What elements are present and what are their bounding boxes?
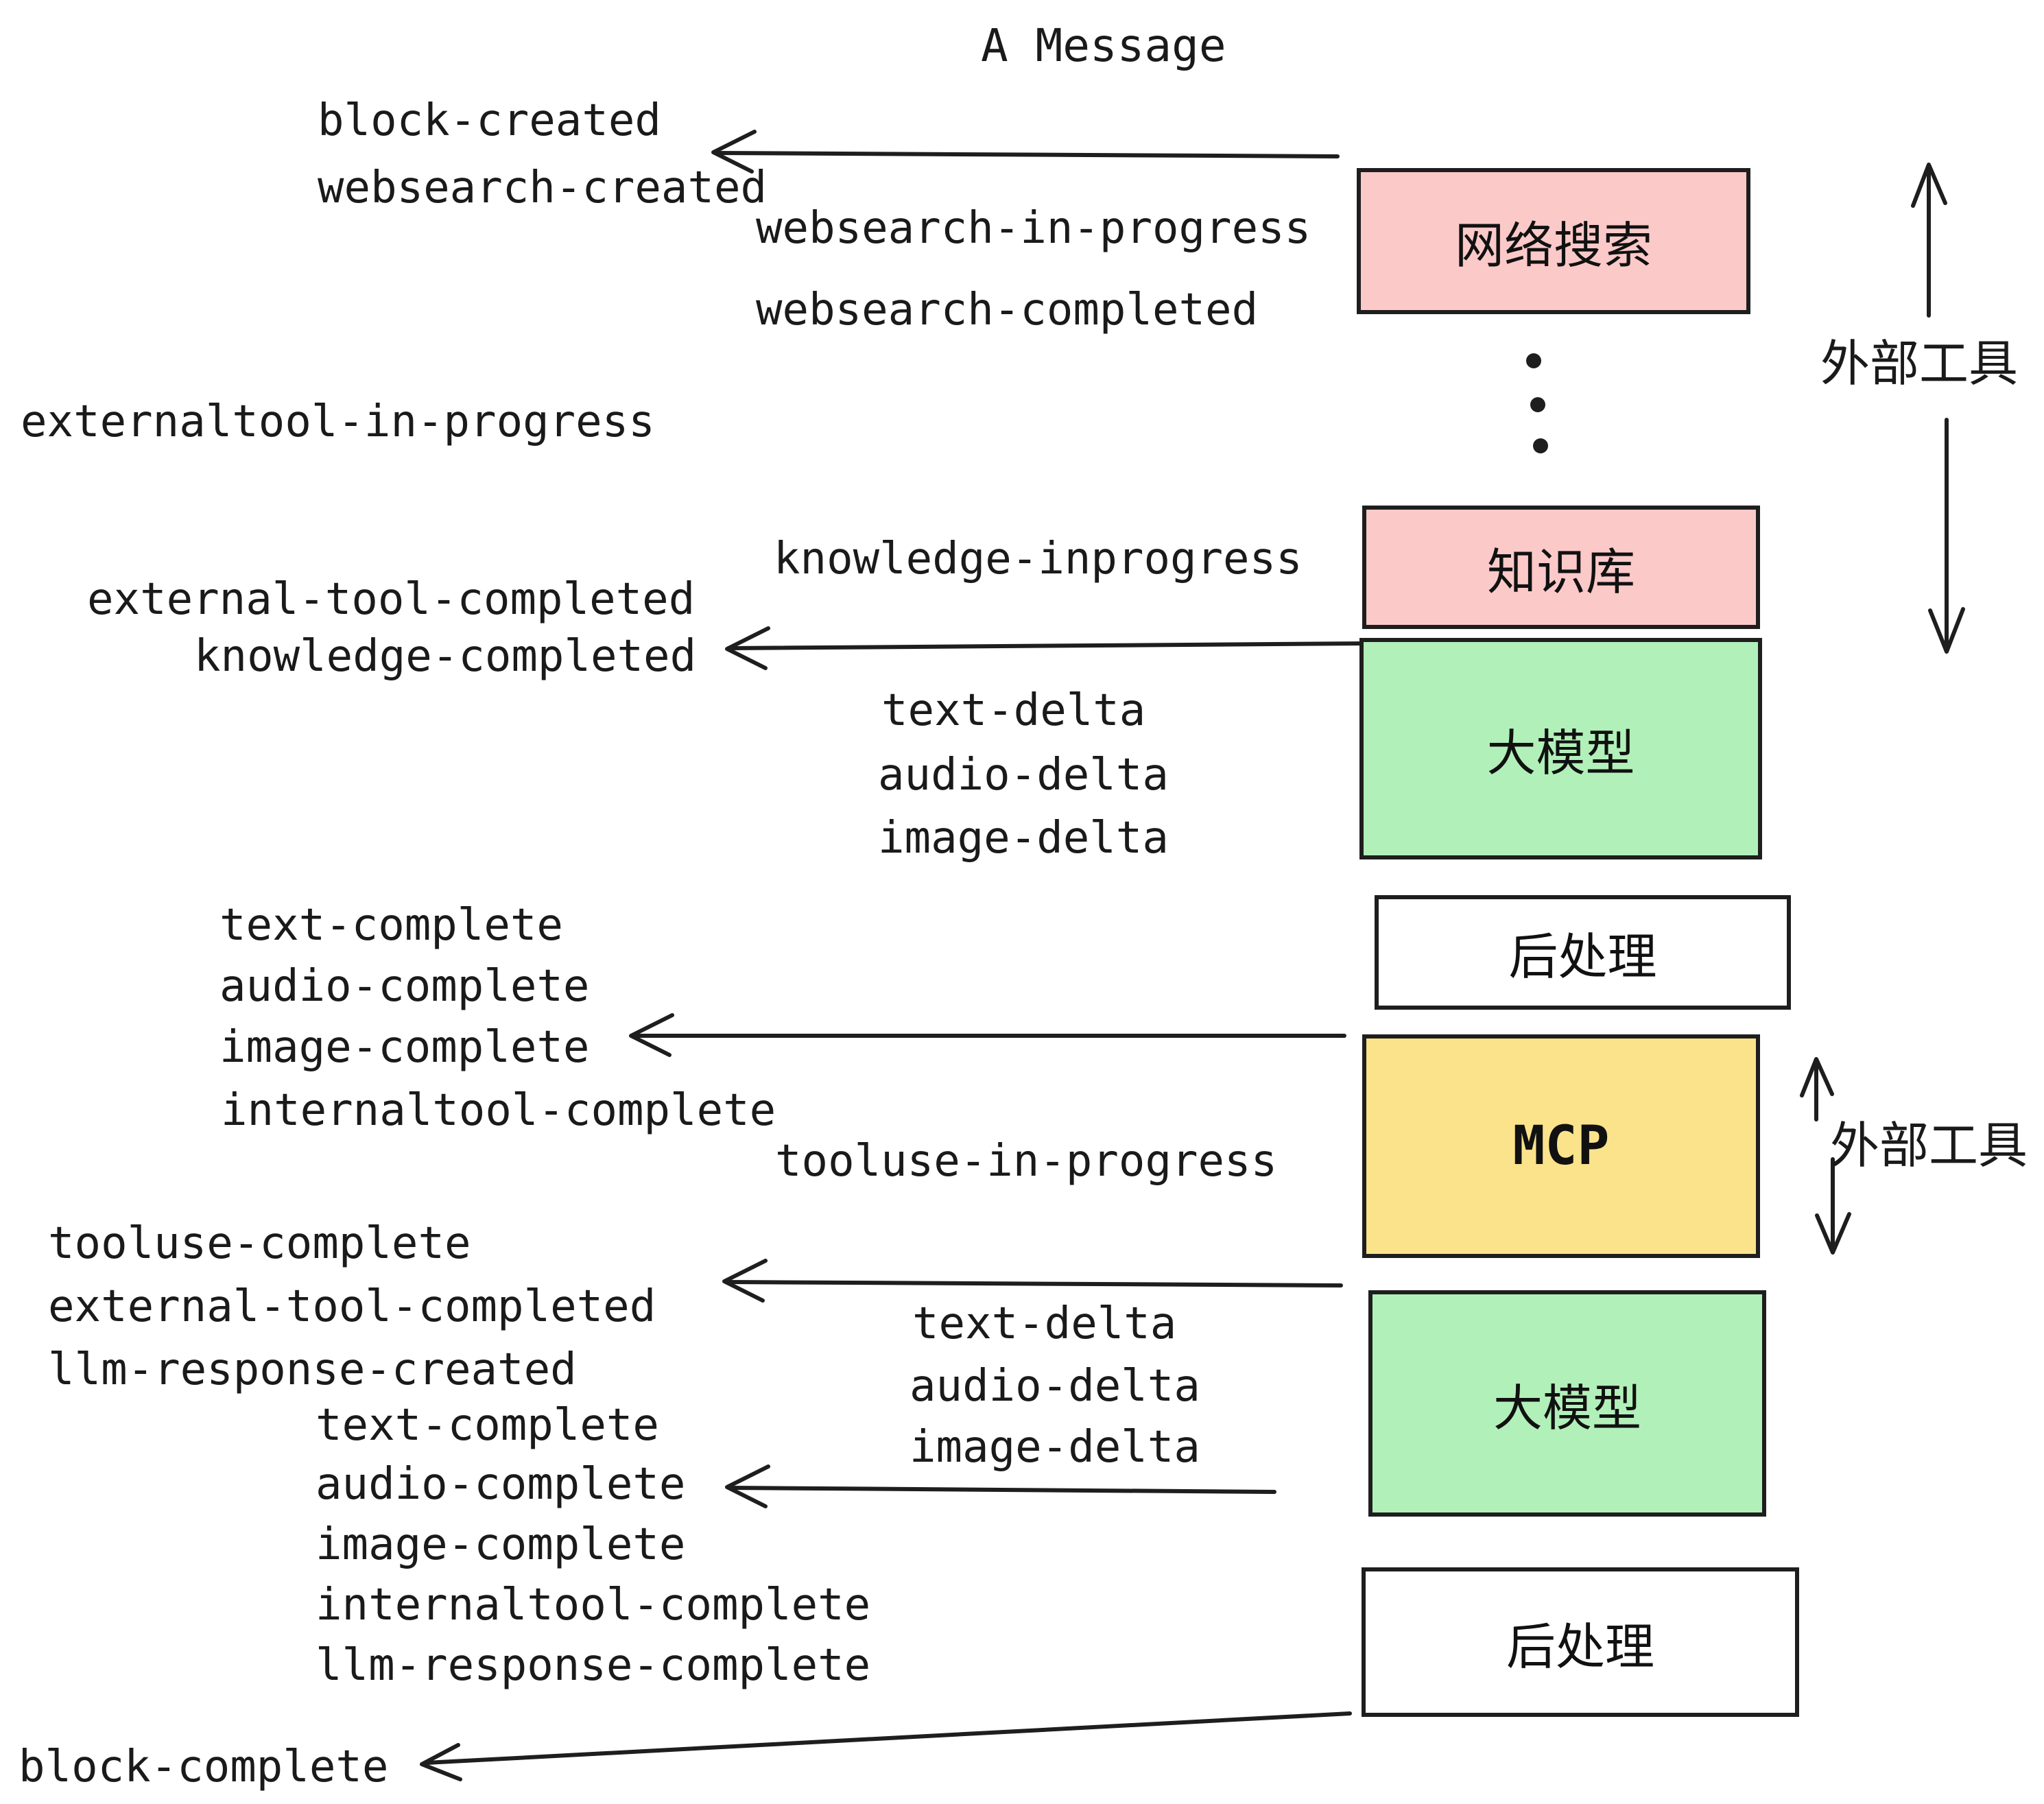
box-mcp: MCP [1362,1034,1760,1258]
arrow-to-image-complete [629,1013,1346,1057]
mcp-external-tool-down-arrow [1815,1157,1851,1255]
box-llm-1-label: 大模型 [1486,724,1635,782]
external-tool-label-1: 外部工具 [1820,335,2019,392]
event-block-complete: block-complete [19,1742,389,1792]
box-llm-2: 大模型 [1368,1290,1766,1517]
event-internaltool-complete-2: internaltool-complete [316,1580,871,1630]
box-mcp-label: MCP [1512,1115,1610,1177]
event-internaltool-complete-1: internaltool-complete [221,1085,776,1136]
event-websearch-completed: websearch-completed [756,285,1259,335]
event-external-tool-completed-1: external-tool-completed [87,574,696,625]
event-llm-response-complete: llm-response-complete [316,1640,871,1691]
event-websearch-in-progress: websearch-in-progress [756,203,1311,254]
box-postprocess-1: 后处理 [1375,895,1791,1010]
external-tool-down-arrow [1928,418,1965,654]
event-image-complete-1: image-complete [219,1022,590,1073]
event-text-complete-2: text-complete [316,1400,659,1451]
event-tooluse-complete: tooluse-complete [48,1218,471,1269]
event-external-tool-completed-2: external-tool-completed [48,1281,656,1332]
event-knowledge-completed: knowledge-completed [194,631,697,682]
event-audio-delta-1: audio-delta [878,750,1169,800]
event-tooluse-in-progress: tooluse-in-progress [775,1136,1278,1187]
arrow-to-block-created [711,130,1340,174]
box-postprocess-1-label: 后处理 [1508,928,1657,986]
box-websearch-label: 网络搜索 [1454,217,1652,274]
box-postprocess-2-label: 后处理 [1506,1617,1654,1676]
event-block-created: block-created [318,95,661,146]
event-knowledge-inprogress: knowledge-inprogress [774,534,1303,584]
event-websearch-created: websearch-created [318,163,768,213]
diagram-title: A Message [981,19,1226,72]
box-knowledge-label: 知识库 [1486,543,1635,601]
box-websearch: 网络搜索 [1357,168,1750,314]
event-image-delta-1: image-delta [878,813,1169,864]
event-image-complete-2: image-complete [316,1519,686,1570]
event-audio-complete-1: audio-complete [219,961,590,1012]
event-text-delta-2: text-delta [912,1298,1177,1349]
box-llm-2-label: 大模型 [1493,1379,1641,1437]
ellipsis-dots [1526,353,1548,453]
arrow-to-tooluse-complete [722,1259,1343,1303]
event-image-delta-2: image-delta [910,1422,1200,1473]
arrow-to-audio-complete [725,1464,1276,1508]
arrow-to-block-complete [420,1711,1352,1781]
external-tool-label-2: 外部工具 [1830,1117,2028,1174]
box-llm-1: 大模型 [1359,638,1762,859]
event-llm-response-created: llm-response-created [48,1344,577,1395]
event-audio-delta-2: audio-delta [910,1361,1200,1412]
event-audio-complete-2: audio-complete [316,1459,686,1510]
arrow-to-knowledge-completed [725,626,1370,670]
event-text-delta-1: text-delta [881,685,1146,736]
box-postprocess-2: 后处理 [1362,1567,1799,1717]
mcp-external-tool-up-arrow [1800,1057,1834,1121]
box-knowledge: 知识库 [1362,506,1760,629]
external-tool-up-arrow [1911,163,1947,318]
event-text-complete-1: text-complete [219,900,563,951]
event-externaltool-in-progress: externaltool-in-progress [21,396,655,447]
